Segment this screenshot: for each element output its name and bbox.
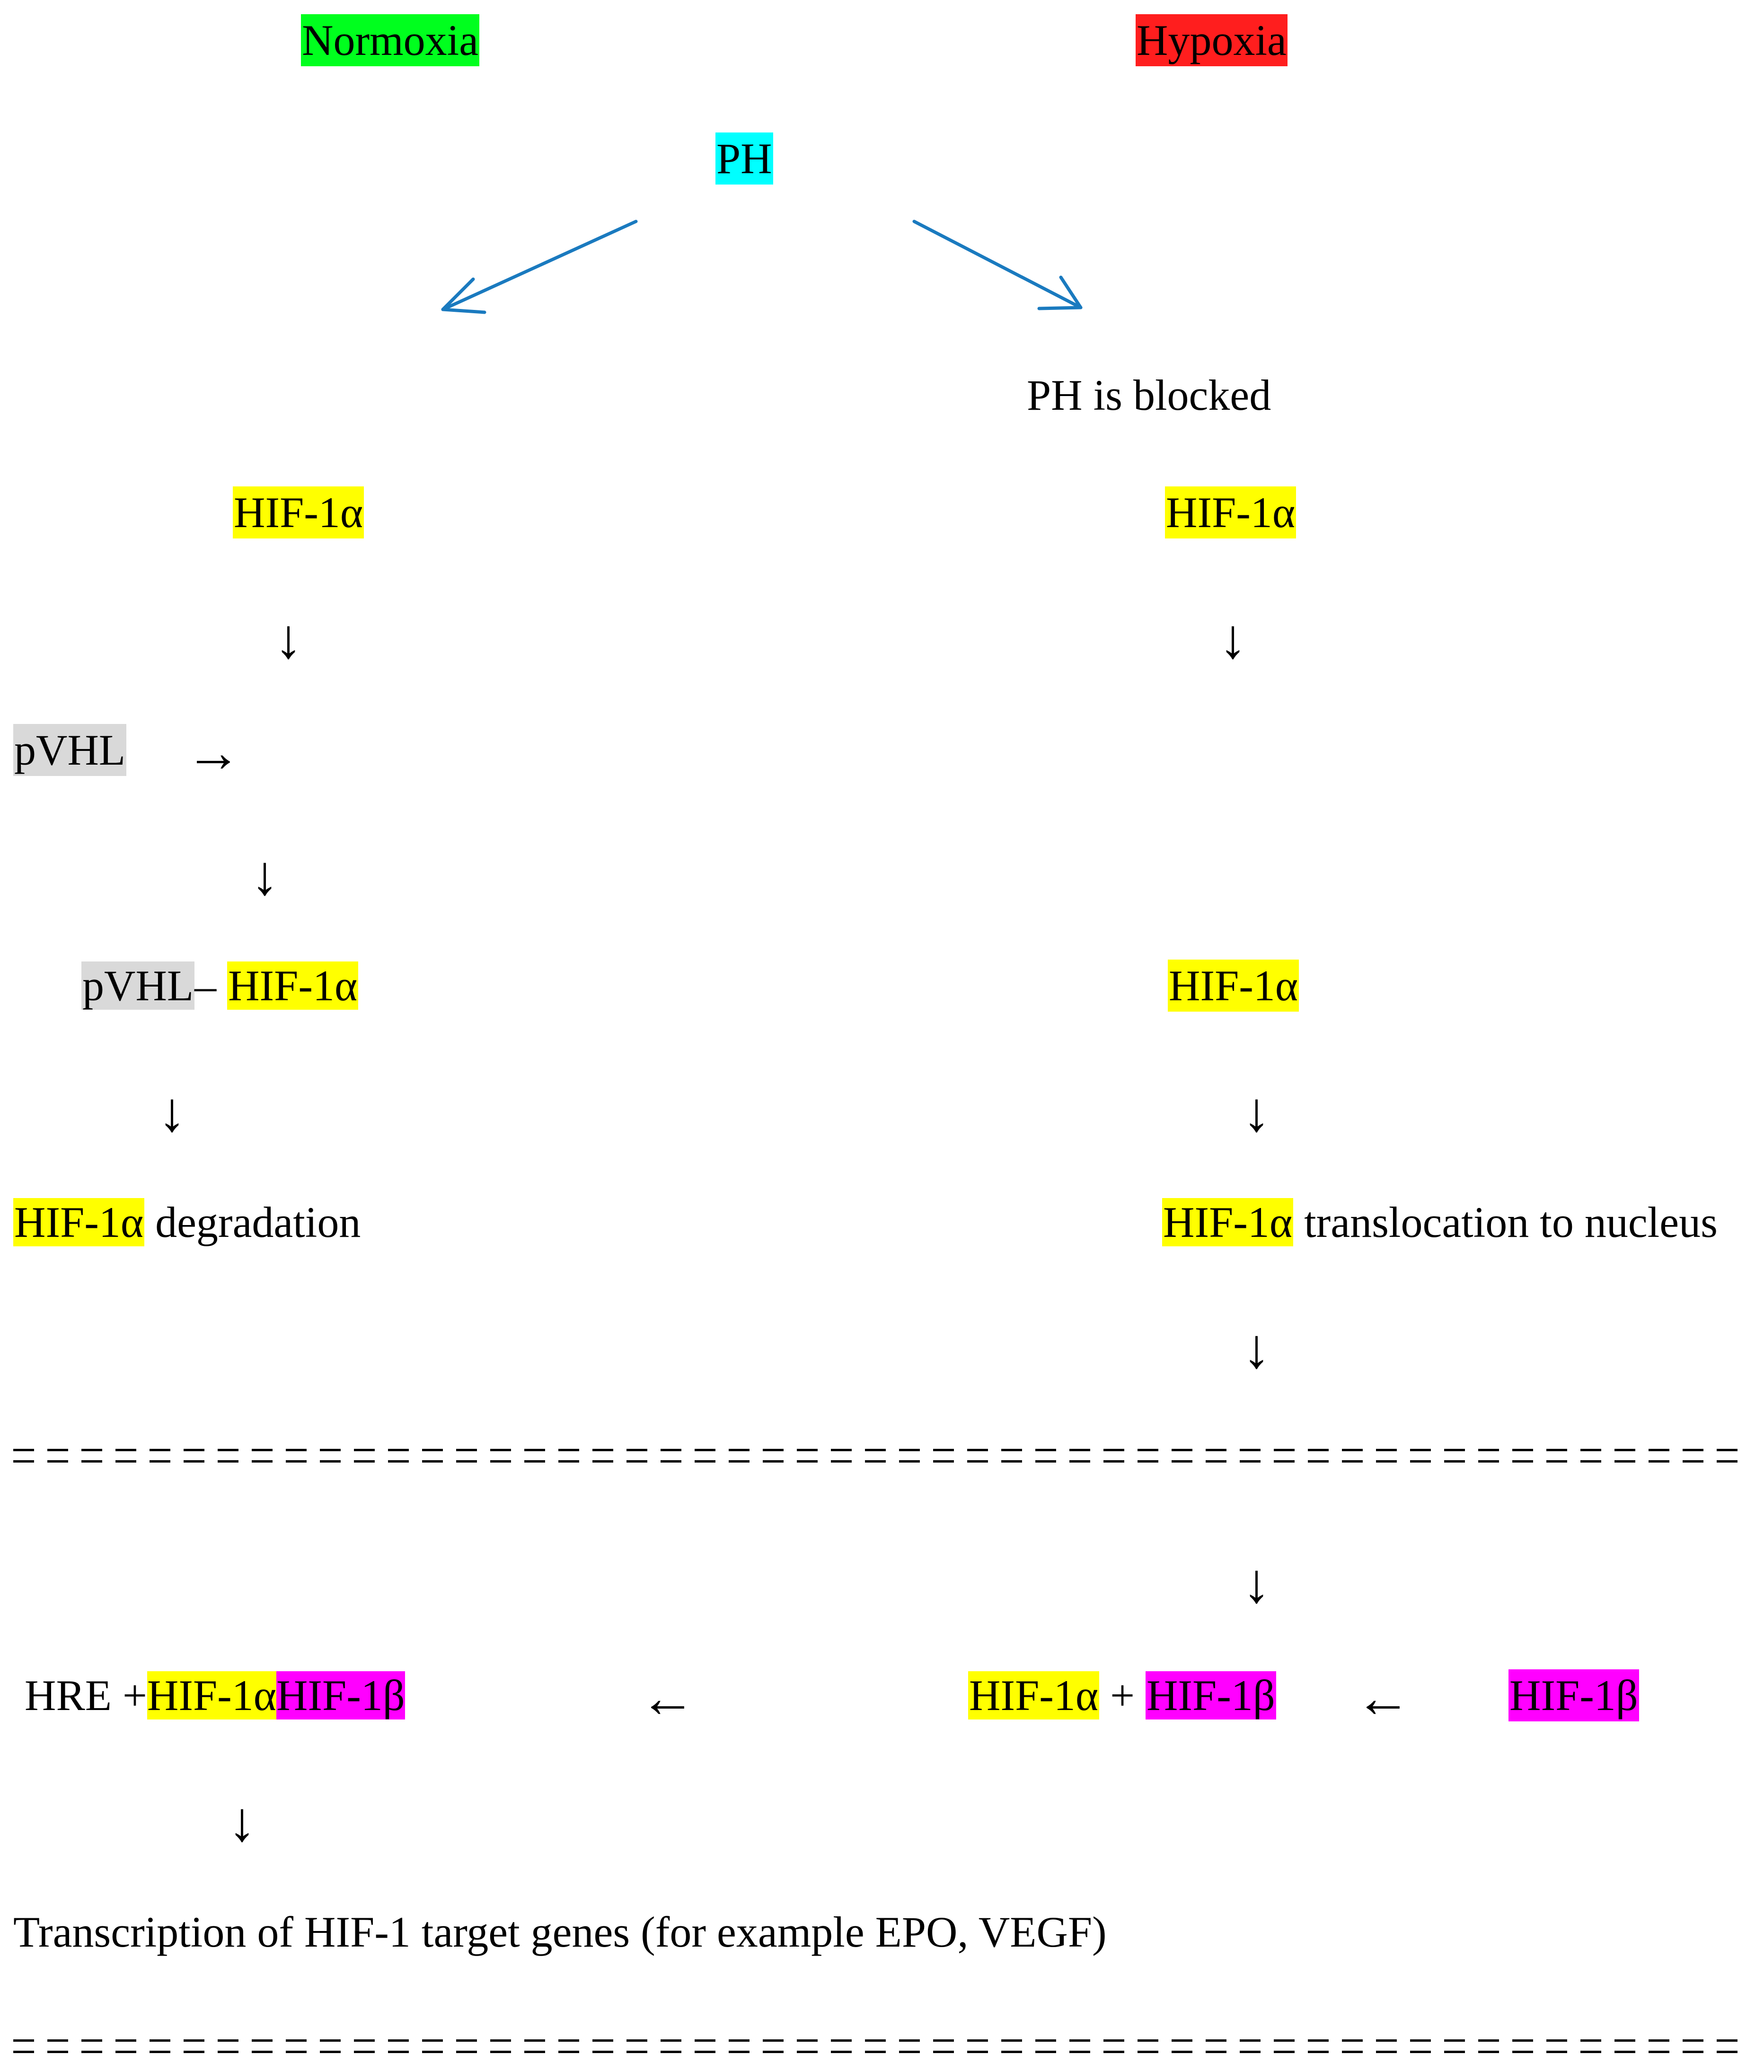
hypoxia-label: Hypoxia: [1136, 14, 1288, 67]
hif1a-pair: HIF-1α: [968, 1671, 1100, 1719]
hif1a-normoxia: HIF-1α: [233, 486, 364, 539]
hif1a-hif1b-pair: HIF-1α + HIF-1β: [968, 1669, 1276, 1721]
ph-blocked-text: PH is blocked: [1027, 371, 1271, 419]
pvhl-hif1a-complex: pVHL– HIF-1α: [81, 960, 359, 1012]
hif1a-translocation: HIF-1α translocation to nucleus: [1162, 1196, 1718, 1248]
pair-plus: +: [1110, 1671, 1135, 1719]
arrow-to-hypoxia: [912, 220, 1083, 309]
hif1b-hre: HIF-1β: [276, 1671, 405, 1719]
pvhl-in-complex: pVHL: [81, 961, 195, 1010]
arrow-to-normoxia: [441, 220, 638, 311]
down-arrow-4: ↓: [1219, 608, 1247, 670]
bottom-separator: [13, 2039, 1751, 2056]
left-arrow-1: ←: [640, 1667, 696, 1729]
hif1b-free: HIF-1β: [1508, 1669, 1639, 1722]
pvhl-label: pVHL: [13, 724, 127, 776]
down-arrow-1: ↓: [274, 608, 302, 670]
hif1a-stabilized: HIF-1α: [1168, 960, 1299, 1012]
arrow-head-hypoxia: [1037, 275, 1083, 310]
down-arrow-7: ↓: [1243, 1552, 1270, 1614]
degradation-text: degradation: [144, 1198, 361, 1246]
arrow-head-normoxia: [441, 277, 486, 314]
hre-complex: HRE +HIF-1αHIF-1β: [25, 1669, 405, 1721]
hif1a-degradation: HIF-1α degradation: [13, 1196, 361, 1248]
down-arrow-3: ↓: [158, 1081, 186, 1143]
nuclear-membrane-separator: [13, 1449, 1751, 1466]
hif1a-hypoxia: HIF-1α: [1165, 486, 1297, 539]
right-arrow: →: [185, 722, 241, 784]
hif1a-hre: HIF-1α: [147, 1671, 276, 1719]
hif1b-pair: HIF-1β: [1145, 1671, 1276, 1719]
down-arrow-5: ↓: [1243, 1081, 1270, 1143]
transcription-text: Transcription of HIF-1 target genes (for…: [13, 1908, 1107, 1956]
ph-label: PH: [715, 132, 773, 185]
left-arrow-2: ←: [1355, 1667, 1411, 1729]
hif1a-translocating: HIF-1α: [1162, 1198, 1294, 1246]
complex-dash: –: [194, 961, 217, 1010]
down-arrow-2: ↓: [251, 845, 279, 907]
hre-plus-text: HRE +: [25, 1671, 147, 1719]
hif1a-degrading: HIF-1α: [13, 1198, 145, 1246]
down-arrow-8: ↓: [228, 1791, 256, 1853]
translocation-text: translocation to nucleus: [1293, 1198, 1718, 1246]
down-arrow-6: ↓: [1243, 1318, 1270, 1380]
hif1a-in-complex: HIF-1α: [227, 961, 359, 1010]
normoxia-label: Normoxia: [301, 14, 480, 67]
